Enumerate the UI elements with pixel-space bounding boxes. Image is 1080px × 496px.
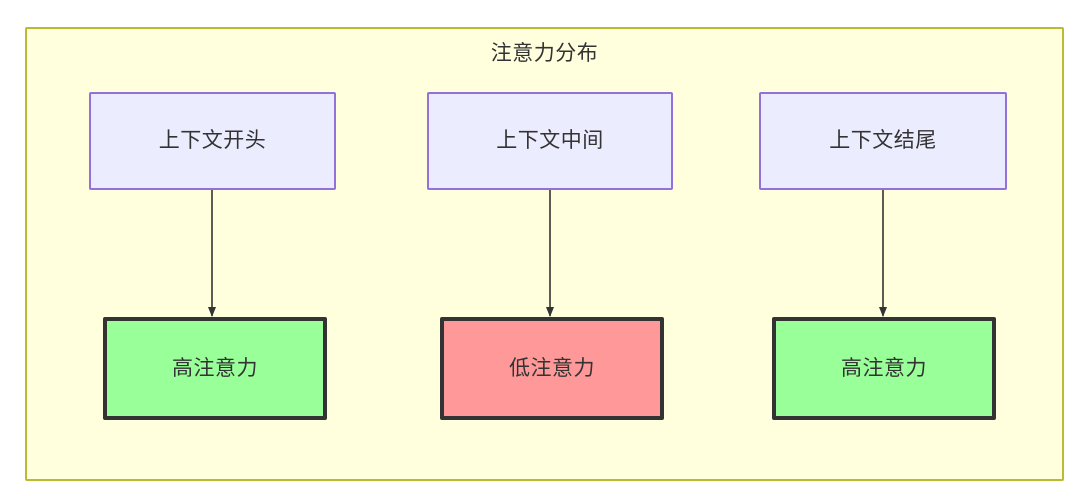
node-context-start[interactable]: 上下文开头 xyxy=(89,92,336,190)
node-attention-high-right[interactable]: 高注意力 xyxy=(772,317,996,420)
node-attention-high-right-label: 高注意力 xyxy=(841,356,927,380)
node-context-start-label: 上下文开头 xyxy=(158,129,267,152)
node-attention-high-left[interactable]: 高注意力 xyxy=(103,317,327,420)
node-context-end[interactable]: 上下文结尾 xyxy=(759,92,1007,190)
node-attention-high-left-label: 高注意力 xyxy=(172,356,258,380)
node-attention-low[interactable]: 低注意力 xyxy=(440,317,664,420)
diagram-title: 注意力分布 xyxy=(490,42,599,65)
node-attention-low-label: 低注意力 xyxy=(509,356,595,380)
node-context-middle-label: 上下文中间 xyxy=(496,129,604,152)
node-context-middle[interactable]: 上下文中间 xyxy=(427,92,673,190)
node-context-end-label: 上下文结尾 xyxy=(829,129,937,152)
